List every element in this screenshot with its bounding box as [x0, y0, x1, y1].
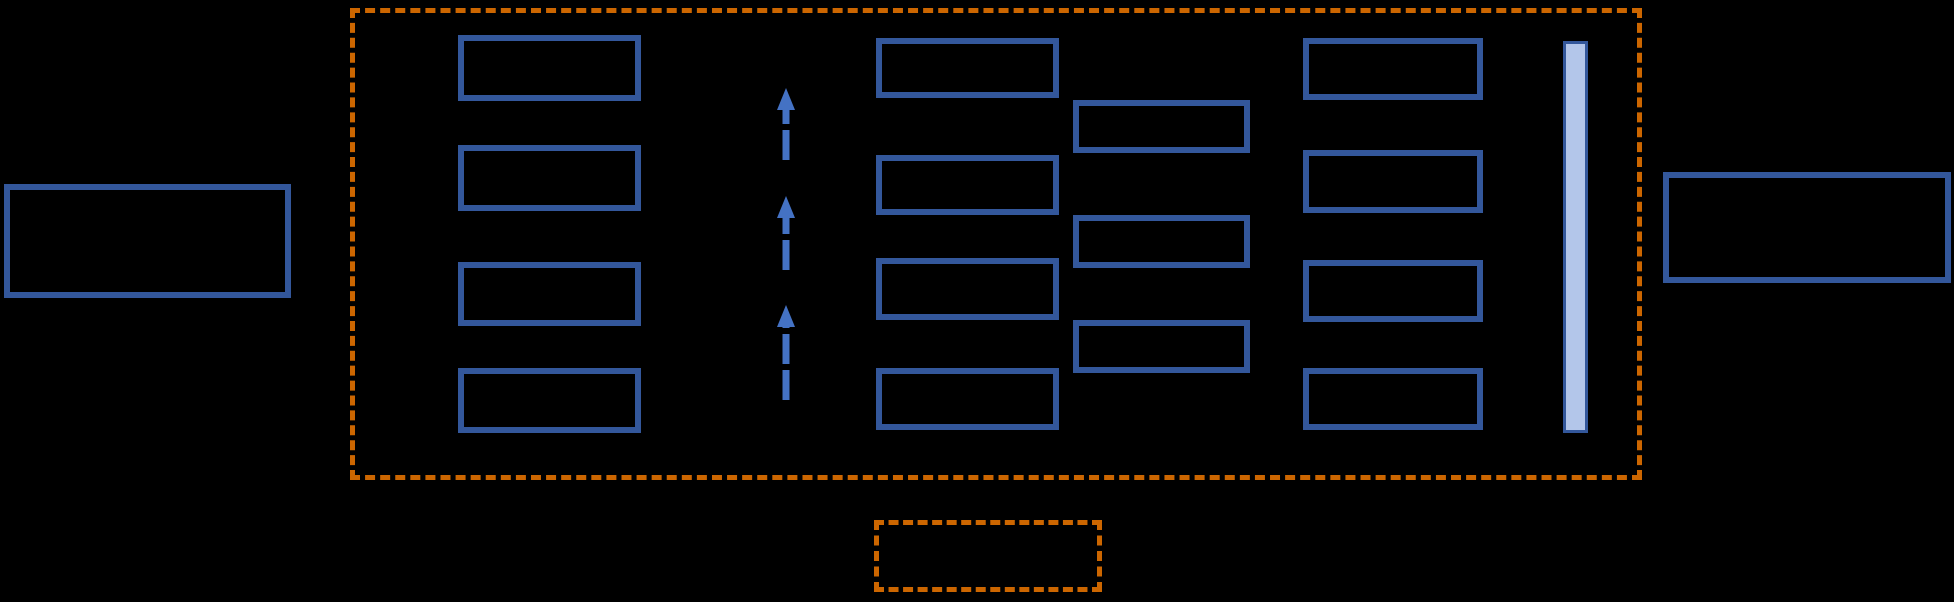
vertical-bar [1563, 41, 1588, 433]
node-box-c1-r1 [458, 35, 641, 101]
arrow-head [777, 88, 795, 110]
dashed-arrow-up-1 [777, 88, 795, 160]
node-box-c1-r2 [458, 145, 641, 211]
node-box-c3-r1 [1073, 100, 1250, 153]
arrow-head [777, 196, 795, 218]
node-box-c2-r3 [876, 258, 1059, 320]
node-box-c4-r3 [1303, 260, 1483, 322]
node-box-c4-r2 [1303, 150, 1483, 213]
bottom-dashed-group [874, 520, 1102, 592]
left-standalone-box [4, 184, 291, 298]
dashed-arrow-up-3 [777, 305, 795, 400]
dashed-arrow-up-2 [777, 196, 795, 270]
node-box-c1-r3 [458, 262, 641, 326]
node-box-c1-r4 [458, 368, 641, 433]
node-box-c4-r1 [1303, 38, 1483, 100]
node-box-c3-r2 [1073, 215, 1250, 268]
node-box-c2-r2 [876, 155, 1059, 215]
arrow-head [777, 305, 795, 327]
node-box-c4-r4 [1303, 368, 1483, 430]
node-box-c3-r3 [1073, 320, 1250, 373]
node-box-c2-r1 [876, 38, 1059, 98]
right-standalone-box [1663, 172, 1951, 283]
outer-dashed-group [350, 8, 1642, 480]
node-box-c2-r4 [876, 368, 1059, 430]
